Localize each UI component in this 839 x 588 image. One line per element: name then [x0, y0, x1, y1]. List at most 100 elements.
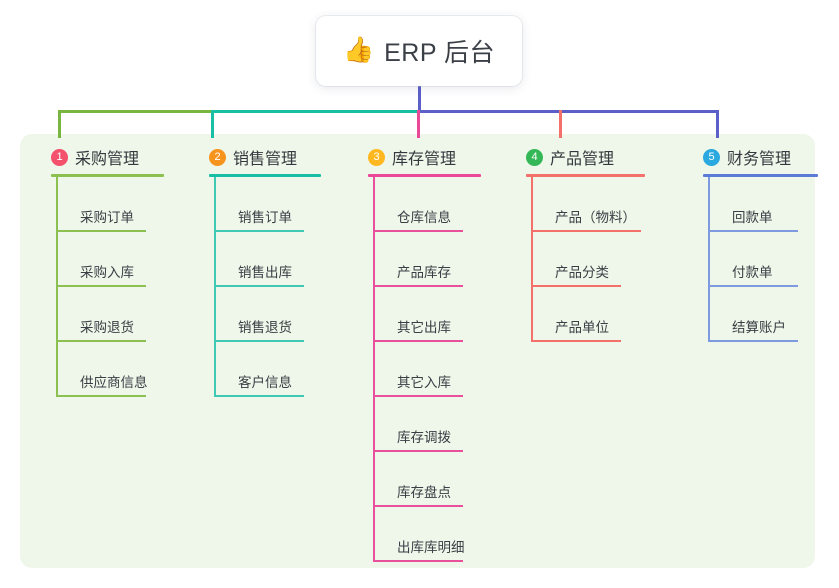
branch-underline — [368, 174, 481, 177]
branch-column: 4 产品管理产品（物料） 产品分类产品单位 — [513, 140, 645, 342]
leaf-item-underline — [531, 230, 641, 232]
branch-title: 产品管理 — [550, 151, 615, 168]
leaf-item-label: 付款单 — [732, 265, 773, 280]
leaf-item[interactable]: 其它出库 — [373, 287, 481, 342]
branch-column: 2 销售管理销售订单销售出库销售退货客户信息 — [196, 140, 321, 397]
leaf-item[interactable]: 产品（物料） — [531, 177, 645, 232]
leaf-item-underline — [373, 285, 463, 287]
branch-spine — [708, 177, 710, 342]
leaf-item-underline — [56, 230, 146, 232]
leaf-item-label: 其它入库 — [397, 375, 451, 390]
leaf-item-label: 客户信息 — [238, 375, 292, 390]
branch-number-badge: 2 — [209, 148, 226, 166]
branch-title: 销售管理 — [233, 151, 298, 168]
leaf-item[interactable]: 出库库明细 — [373, 507, 481, 562]
leaf-item-label: 产品（物料） — [555, 210, 636, 225]
leaf-item[interactable]: 产品单位 — [531, 287, 645, 342]
branch-spine — [373, 177, 375, 562]
root-node-card[interactable]: 👍 ERP 后台 — [316, 16, 522, 86]
leaf-item-underline — [214, 395, 304, 397]
leaf-item[interactable]: 采购退货 — [56, 287, 164, 342]
leaf-item-underline — [373, 230, 463, 232]
leaf-item-label: 结算账户 — [732, 320, 786, 335]
leaf-item[interactable]: 销售退货 — [214, 287, 321, 342]
bus-segment-teal — [211, 110, 419, 113]
branch-header[interactable]: 4 产品管理 — [513, 140, 645, 174]
leaf-item-label: 产品库存 — [397, 265, 451, 280]
leaf-item[interactable]: 采购入库 — [56, 232, 164, 287]
branch-item-list: 产品（物料） 产品分类产品单位 — [531, 177, 645, 342]
leaf-item[interactable]: 库存盘点 — [373, 452, 481, 507]
leaf-item[interactable]: 库存调拨 — [373, 397, 481, 452]
leaf-item-underline — [56, 285, 146, 287]
bus-segment-green — [58, 110, 213, 113]
branch-item-list: 仓库信息产品库存其它出库其它入库库存调拨库存盘点出库库明细 — [373, 177, 481, 562]
leaf-item[interactable]: 产品分类 — [531, 232, 645, 287]
leaf-item-label: 库存调拨 — [397, 430, 451, 445]
leaf-item[interactable]: 采购订单 — [56, 177, 164, 232]
leaf-item[interactable]: 销售订单 — [214, 177, 321, 232]
leaf-item[interactable]: 客户信息 — [214, 342, 321, 397]
leaf-item-underline — [373, 450, 463, 452]
leaf-item-underline — [531, 285, 621, 287]
thumbs-up-icon: 👍 — [342, 35, 375, 64]
branch-column: 5 财务管理回款单付款单结算账户 — [690, 140, 818, 342]
leaf-item[interactable]: 结算账户 — [708, 287, 818, 342]
leaf-item-underline — [214, 285, 304, 287]
branch-title: 采购管理 — [75, 151, 140, 168]
leaf-item-underline — [373, 340, 463, 342]
leaf-item-label: 采购退货 — [80, 320, 134, 335]
leaf-item[interactable]: 供应商信息 — [56, 342, 164, 397]
leaf-item[interactable]: 其它入库 — [373, 342, 481, 397]
branch-stub-5 — [716, 110, 719, 138]
leaf-item[interactable]: 仓库信息 — [373, 177, 481, 232]
leaf-item-label: 采购订单 — [80, 210, 134, 225]
leaf-item[interactable]: 回款单 — [708, 177, 818, 232]
leaf-item-underline — [214, 230, 304, 232]
leaf-item-label: 产品分类 — [555, 265, 609, 280]
leaf-item-label: 出库库明细 — [397, 540, 465, 555]
leaf-item[interactable]: 付款单 — [708, 232, 818, 287]
leaf-item-underline — [373, 505, 463, 507]
branch-spine — [531, 177, 533, 342]
branch-stub-1 — [58, 110, 61, 138]
leaf-item-label: 仓库信息 — [397, 210, 451, 225]
branch-underline — [209, 174, 321, 177]
leaf-item-underline — [373, 560, 463, 562]
branch-spine — [214, 177, 216, 397]
branch-number-badge: 4 — [526, 148, 543, 166]
branch-number-badge: 3 — [368, 148, 385, 166]
leaf-item[interactable]: 销售出库 — [214, 232, 321, 287]
leaf-item-underline — [214, 340, 304, 342]
leaf-item-label: 回款单 — [732, 210, 773, 225]
leaf-item-underline — [373, 395, 463, 397]
leaf-item-underline — [708, 285, 798, 287]
leaf-item-label: 销售订单 — [238, 210, 292, 225]
branch-number-badge: 5 — [703, 148, 720, 166]
leaf-item-underline — [708, 230, 798, 232]
branch-underline — [51, 174, 164, 177]
branch-underline — [526, 174, 645, 177]
leaf-item-label: 库存盘点 — [397, 485, 451, 500]
leaf-item-label: 销售出库 — [238, 265, 292, 280]
branch-item-list: 采购订单采购入库采购退货供应商信息 — [56, 177, 164, 397]
branch-header[interactable]: 2 销售管理 — [196, 140, 321, 174]
leaf-item-label: 其它出库 — [397, 320, 451, 335]
branch-underline — [703, 174, 818, 177]
branch-spine — [56, 177, 58, 397]
leaf-item-underline — [708, 340, 798, 342]
root-node-title: ERP 后台 — [384, 39, 496, 67]
diagram-panel — [20, 134, 815, 568]
leaf-item-label: 供应商信息 — [80, 375, 148, 390]
branch-header[interactable]: 5 财务管理 — [690, 140, 818, 174]
branch-stub-2 — [211, 110, 214, 138]
branch-title: 财务管理 — [727, 151, 792, 168]
leaf-item-label: 采购入库 — [80, 265, 134, 280]
branch-item-list: 回款单付款单结算账户 — [708, 177, 818, 342]
leaf-item-underline — [56, 395, 146, 397]
leaf-item[interactable]: 产品库存 — [373, 232, 481, 287]
